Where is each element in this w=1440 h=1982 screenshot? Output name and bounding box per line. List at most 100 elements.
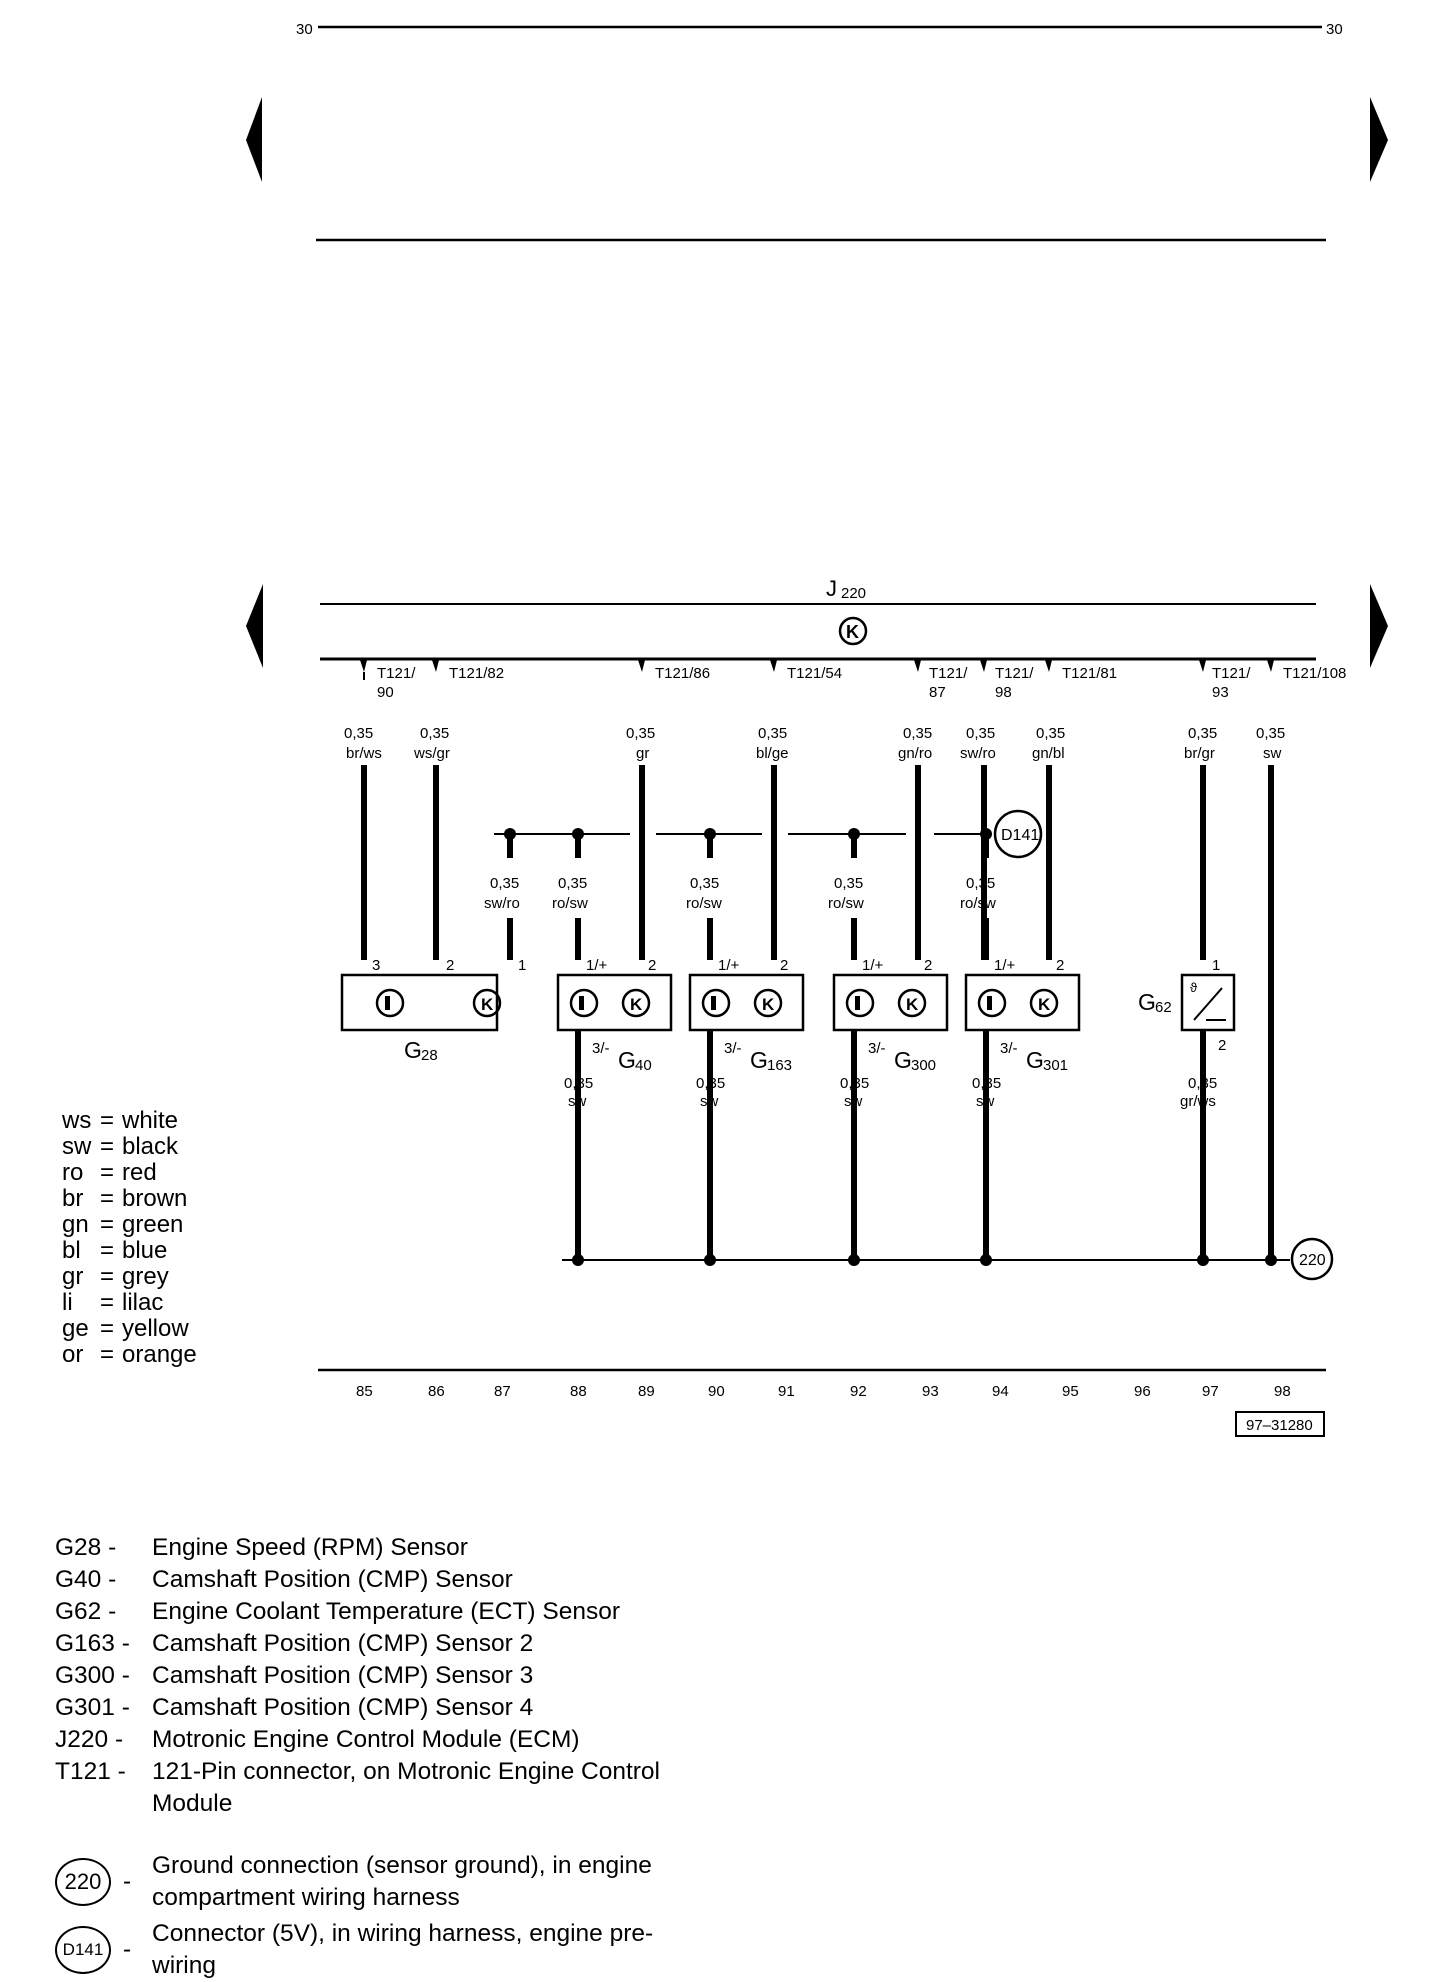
svg-text:90: 90 [708, 1383, 725, 1400]
svg-text:3: 3 [372, 957, 380, 974]
connector-wires: T121/ 90 0,35 br/ws T121/82 0,35 ws/gr T… [344, 660, 1346, 1258]
d141-connector: D141 [993, 809, 1043, 859]
component-key: G28 -Engine Speed (RPM) Sensor G40 -Cams… [55, 1532, 712, 1982]
svg-text:220: 220 [1299, 1252, 1326, 1269]
connector-label: T121/108 [1283, 665, 1346, 682]
wire-color: br/ws [346, 745, 382, 762]
svg-text:88: 88 [570, 1383, 587, 1400]
connector-label: T121/82 [449, 665, 504, 682]
svg-text:94: 94 [992, 1383, 1009, 1400]
svg-text:2: 2 [780, 957, 788, 974]
wire-gauge: 0,35 [1036, 725, 1065, 742]
svg-text:92: 92 [850, 1383, 867, 1400]
svg-text:97–31280: 97–31280 [1246, 1417, 1313, 1434]
page-number-left: 30 [296, 21, 313, 38]
svg-text:G: G [618, 1047, 636, 1073]
j220-subscript: 220 [841, 585, 866, 602]
svg-text:91: 91 [778, 1383, 795, 1400]
svg-text:1/+: 1/+ [718, 957, 740, 974]
wire-color: gr [636, 745, 649, 762]
figure-reference: 97–31280 [1235, 1411, 1325, 1437]
svg-text:sw: sw [844, 1093, 863, 1110]
svg-text:96: 96 [1134, 1383, 1151, 1400]
ground-wire-labels: 0,35 sw 0,35 sw 0,35 sw 0,35 sw 0,35 gr/… [564, 1075, 1217, 1110]
wire-gauge: 0,35 [1188, 725, 1217, 742]
sensor-g300[interactable]: K 3/- G 300 [832, 973, 949, 1260]
connector-label-line2: 93 [1212, 684, 1229, 701]
svg-text:K: K [762, 995, 775, 1014]
connector-label-line2: 87 [929, 684, 946, 701]
wire-color: ro/sw [686, 895, 722, 912]
svg-text:301: 301 [1043, 1057, 1068, 1074]
connector-label: T121/ [377, 665, 416, 682]
svg-text:2: 2 [1218, 1037, 1226, 1054]
svg-text:gr/ws: gr/ws [1180, 1093, 1216, 1110]
svg-text:K: K [481, 995, 494, 1014]
legend-row: or=orange [62, 1341, 197, 1368]
wire-gauge: 0,35 [966, 875, 995, 892]
svg-text:G: G [404, 1037, 422, 1063]
svg-text:D141: D141 [1001, 827, 1039, 844]
wire-color: ws/gr [413, 745, 450, 762]
next-page-arrow-icon[interactable] [1370, 97, 1388, 182]
sensor-g28[interactable]: K G 28 [340, 973, 502, 1064]
svg-text:ϑ: ϑ [1190, 980, 1198, 995]
svg-text:sw: sw [568, 1093, 587, 1110]
svg-text:86: 86 [428, 1383, 445, 1400]
svg-text:28: 28 [421, 1047, 438, 1064]
wire-gauge: 0,35 [344, 725, 373, 742]
next-section-arrow-icon[interactable] [1370, 584, 1388, 668]
connector-label-line2: 98 [995, 684, 1012, 701]
wire-color: br/gr [1184, 745, 1215, 762]
control-module-j220: J 220 K [320, 576, 1316, 661]
wire-color-legend: ws=white sw=black ro=red br=brown gn=gre… [62, 1108, 197, 1368]
svg-text:K: K [906, 995, 919, 1014]
sensor-g40[interactable]: K 3/- G 40 [556, 973, 673, 1260]
svg-text:K: K [630, 995, 643, 1014]
sensor-g163[interactable]: K 3/- G 163 [688, 973, 805, 1260]
connector-label: T121/54 [787, 665, 842, 682]
key-row: G163 -Camshaft Position (CMP) Sensor 2 [55, 1630, 534, 1657]
svg-text:300: 300 [911, 1057, 936, 1074]
sensor-g62[interactable]: ϑ G 62 2 [1138, 973, 1236, 1260]
ground-point-220: 220 [1290, 1237, 1334, 1281]
svg-text:sw: sw [976, 1093, 995, 1110]
svg-text:sw: sw [700, 1093, 719, 1110]
connector-label-line2: 90 [377, 684, 394, 701]
svg-text:G: G [750, 1047, 768, 1073]
key-row: G62 -Engine Coolant Temperature (ECT) Se… [55, 1598, 621, 1625]
wire-gauge: 0,35 [903, 725, 932, 742]
wire-color: ro/sw [960, 895, 996, 912]
legend-row: sw=black [62, 1133, 179, 1160]
ground-symbol-icon: 220 [55, 1858, 111, 1906]
svg-text:K: K [846, 622, 859, 642]
svg-text:G: G [1138, 989, 1156, 1015]
svg-text:0,35: 0,35 [564, 1075, 593, 1092]
svg-text:3/-: 3/- [1000, 1040, 1018, 1057]
svg-text:98: 98 [1274, 1383, 1291, 1400]
wire-color: gn/bl [1032, 745, 1065, 762]
svg-text:1: 1 [1212, 957, 1220, 974]
svg-text:97: 97 [1202, 1383, 1219, 1400]
connector-symbol-icon: D141 [55, 1926, 111, 1974]
previous-section-arrow-icon[interactable] [246, 584, 263, 668]
wire-gauge: 0,35 [420, 725, 449, 742]
connector-label: T121/ [995, 665, 1034, 682]
wire-gauge: 0,35 [558, 875, 587, 892]
previous-page-arrow-icon[interactable] [246, 97, 262, 182]
sensor-g301[interactable]: K 3/- G 301 [964, 973, 1081, 1260]
connector-label: T121/ [1212, 665, 1251, 682]
legend-row: gn=green [62, 1211, 184, 1238]
wire-color: sw [1263, 745, 1282, 762]
wire-color: ro/sw [552, 895, 588, 912]
wire-gauge: 0,35 [490, 875, 519, 892]
wire-color: sw/ro [484, 895, 520, 912]
legend-row: gr=grey [62, 1263, 169, 1290]
svg-text:G: G [894, 1047, 912, 1073]
svg-text:2: 2 [1056, 957, 1064, 974]
page-number-right: 30 [1326, 21, 1343, 38]
connector-label: T121/86 [655, 665, 710, 682]
svg-text:2: 2 [924, 957, 932, 974]
svg-text:1: 1 [518, 957, 526, 974]
